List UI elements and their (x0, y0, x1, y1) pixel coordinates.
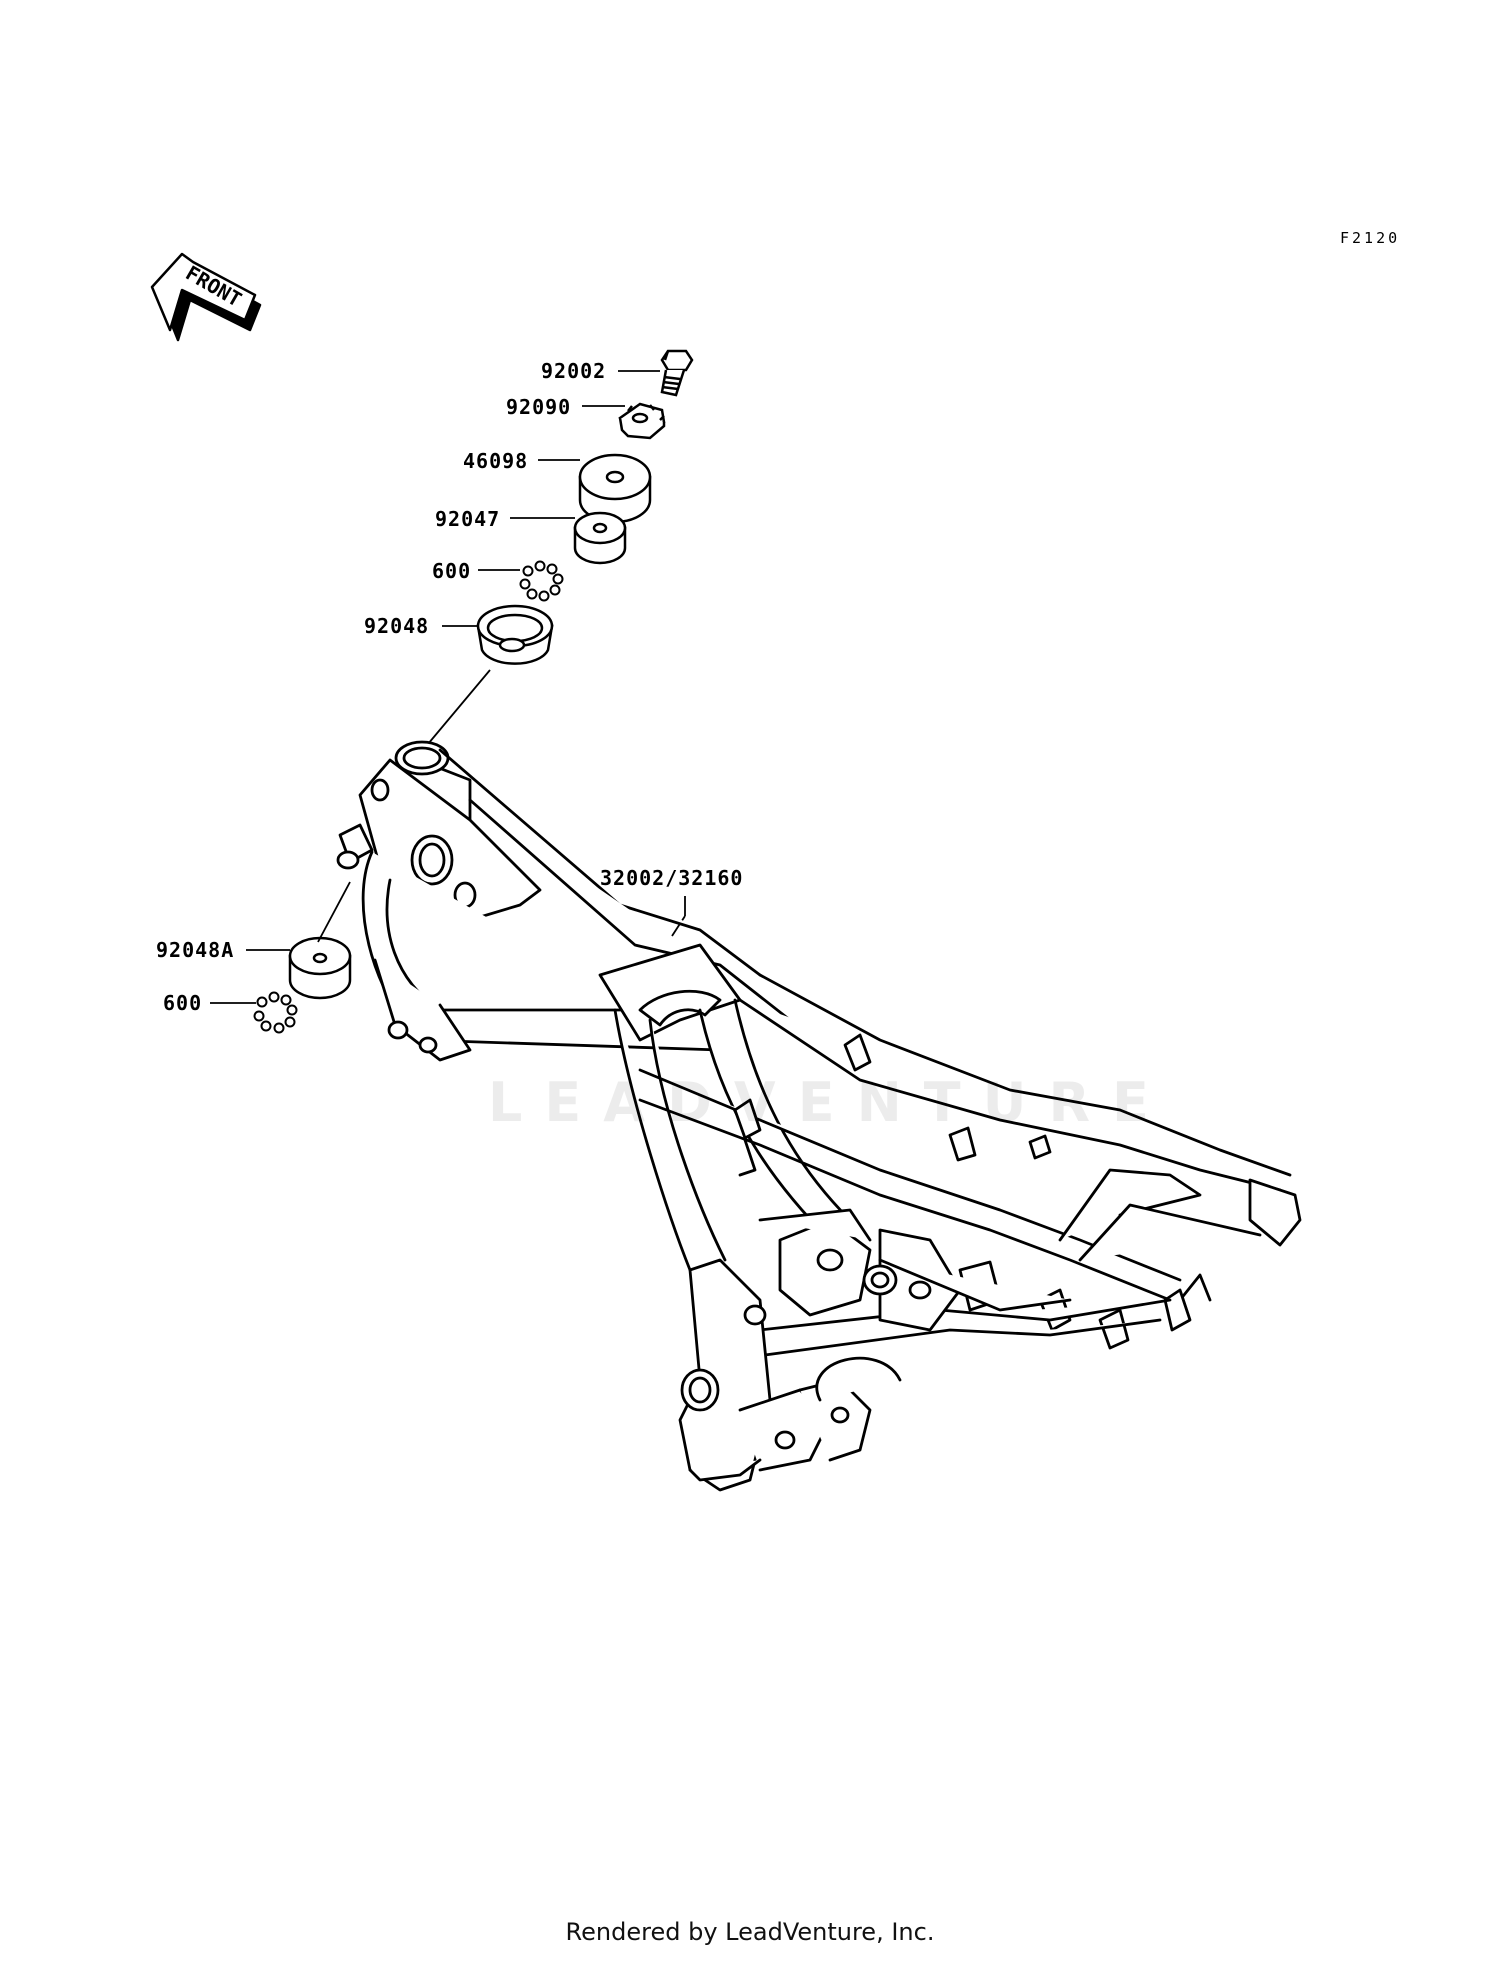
part-label-92047[interactable]: 92047 (435, 507, 501, 531)
footer-credit: Rendered by LeadVenture, Inc. (565, 1918, 935, 1946)
part-label-600-upper[interactable]: 600 (432, 559, 472, 583)
race-92048-icon (476, 604, 554, 665)
diagram-code: F2120 (1340, 229, 1401, 247)
part-label-600-lower[interactable]: 600 (163, 991, 203, 1015)
part-label-92048[interactable]: 92048 (364, 614, 430, 638)
bearing-92047-icon (573, 511, 627, 565)
race-92048a-icon (288, 936, 352, 1000)
nut-92090-icon (618, 402, 666, 440)
part-label-46098[interactable]: 46098 (463, 449, 529, 473)
watermark: LEADVENTURE (488, 1071, 1171, 1134)
frame-32002-32160 (336, 740, 1302, 1492)
front-arrow-icon: FRONT (150, 252, 262, 342)
bolt-92002-icon (660, 349, 694, 397)
part-label-92090[interactable]: 92090 (506, 395, 572, 419)
damper-46098-icon (578, 453, 652, 524)
steel-balls-600-lower-icon (253, 991, 298, 1034)
part-label-92048a[interactable]: 92048A (156, 938, 235, 962)
part-label-32002-32160[interactable]: 32002/32160 (600, 866, 744, 890)
leader-lines (210, 370, 686, 1004)
part-label-92002[interactable]: 92002 (541, 359, 607, 383)
steel-balls-600-upper-icon (519, 560, 564, 602)
